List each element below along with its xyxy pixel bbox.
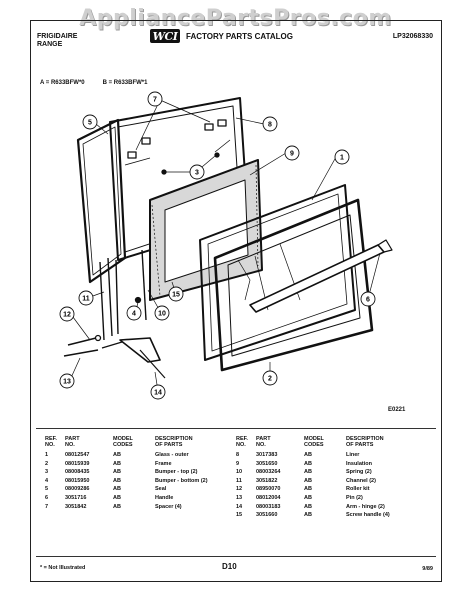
svg-text:13: 13 <box>63 379 71 386</box>
svg-text:14: 14 <box>154 390 162 397</box>
page-border <box>30 20 442 582</box>
callout-9: 9 <box>284 145 300 161</box>
svg-text:15: 15 <box>172 292 180 299</box>
desc-header: DESCRIPTION <box>346 436 384 442</box>
svg-text:7: 7 <box>153 97 157 104</box>
callout-5: 5 <box>82 114 98 130</box>
callout-10: 10 <box>154 305 170 321</box>
header-brand-block: FRIGIDAIRE RANGE <box>37 33 77 49</box>
outer-glass-part <box>199 184 356 361</box>
svg-text:4: 4 <box>132 311 136 318</box>
svg-text:10: 10 <box>158 311 166 318</box>
callout-13: 13 <box>59 373 75 389</box>
part-header: PART <box>256 436 271 442</box>
callout-8: 8 <box>262 116 278 132</box>
svg-text:6: 6 <box>366 297 370 304</box>
ref-header: REF. <box>45 436 57 442</box>
desc-header: DESCRIPTION <box>155 436 193 442</box>
ref-header: REF. <box>236 436 248 442</box>
callout-3: 3 <box>189 164 205 180</box>
callout-6: 6 <box>360 291 376 307</box>
svg-text:5: 5 <box>88 120 92 127</box>
hinge-part <box>63 334 166 379</box>
callout-14: 14 <box>150 384 166 400</box>
model-header: MODEL <box>113 436 133 442</box>
svg-text:1: 1 <box>340 155 344 162</box>
model-b: B = R633BFW*1 <box>102 80 148 86</box>
svg-text:12: 12 <box>63 312 71 319</box>
svg-text:8: 8 <box>268 122 272 129</box>
svg-text:9: 9 <box>290 151 294 158</box>
insulation-part <box>149 159 263 301</box>
svg-text:11: 11 <box>82 296 90 303</box>
brand-name: FRIGIDAIRE <box>37 33 78 40</box>
callout-4: 4 <box>126 305 142 321</box>
channel-part <box>99 249 147 341</box>
model-header: MODEL <box>304 436 324 442</box>
part-header: PART <box>65 436 80 442</box>
callout-1: 1 <box>334 149 350 165</box>
callout-15: 15 <box>168 286 184 302</box>
product-name: RANGE <box>37 41 63 48</box>
doc-number: LP32068330 <box>392 33 433 40</box>
callout-7: 7 <box>147 91 163 107</box>
not-illustrated-note: * = Not Illustrated <box>40 565 86 571</box>
page-number: D10 <box>222 562 237 571</box>
svg-text:2: 2 <box>268 376 272 383</box>
header-catalog: WCI FACTORY PARTS CATALOG <box>150 29 293 43</box>
table-bottom-rule <box>36 556 436 557</box>
callout-2: 2 <box>262 370 278 386</box>
model-a: A = R633BFW*0 <box>40 80 85 86</box>
handle-part <box>249 239 393 313</box>
spacers-part <box>127 119 227 159</box>
callout-12: 12 <box>59 306 75 322</box>
watermark: AppliancePartsPros.com <box>79 6 392 31</box>
catalog-title: FACTORY PARTS CATALOG <box>186 31 293 41</box>
catalog-date: 9/89 <box>422 566 433 572</box>
model-legend: A = R633BFW*0 B = R633BFW*1 <box>40 80 147 86</box>
table-top-rule <box>36 428 436 429</box>
wci-logo: WCI <box>150 29 180 43</box>
svg-text:3: 3 <box>195 170 199 177</box>
callout-11: 11 <box>78 290 94 306</box>
figure-code: E0221 <box>388 407 406 413</box>
